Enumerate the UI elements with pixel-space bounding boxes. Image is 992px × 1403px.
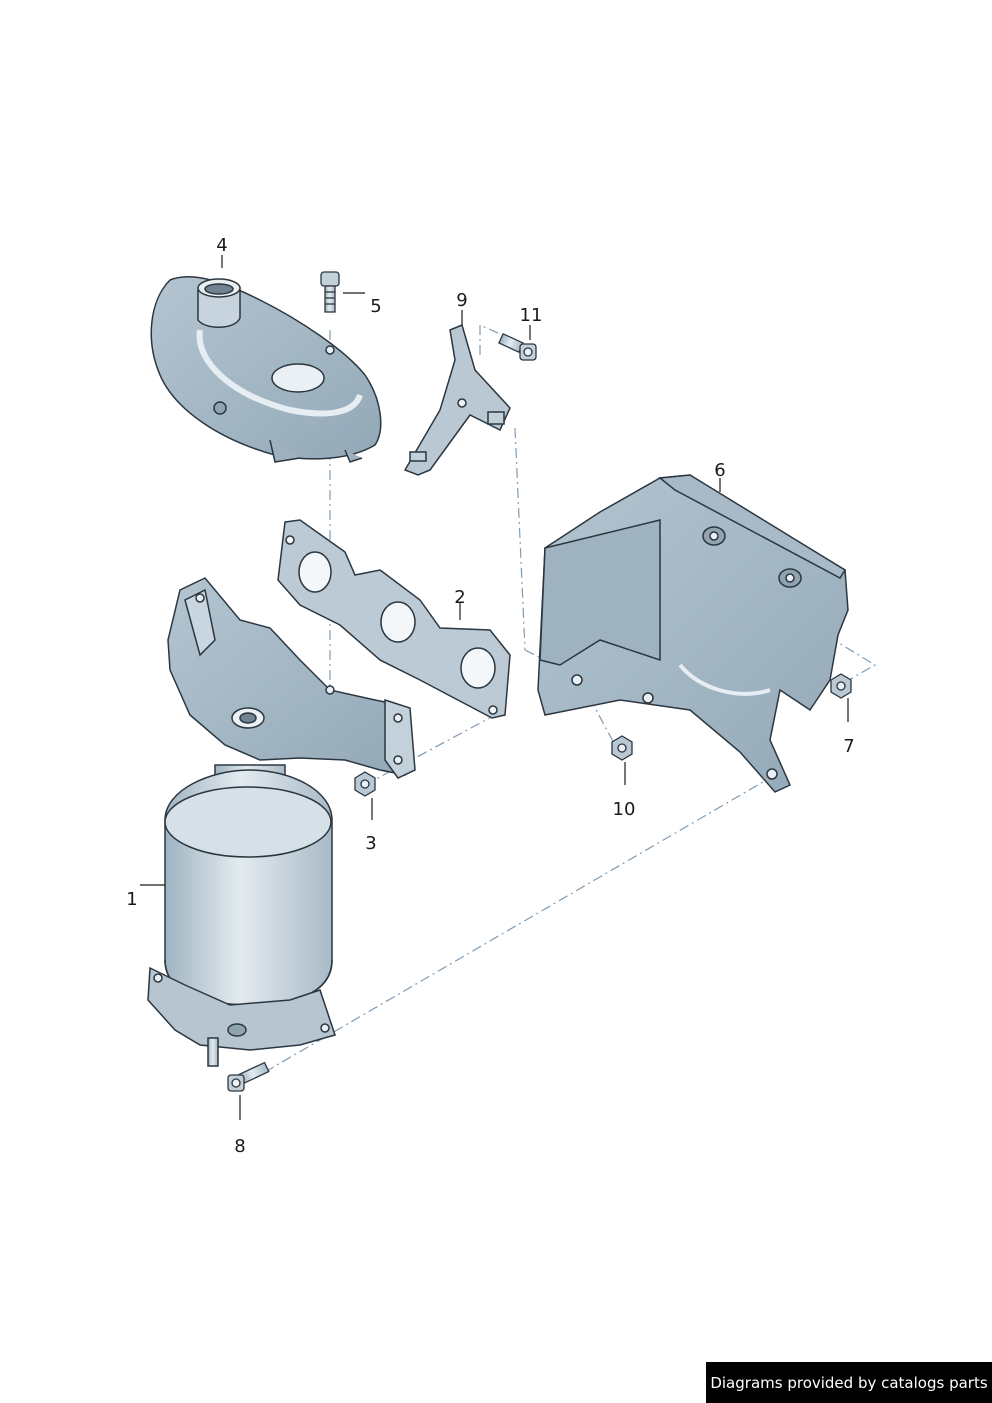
manifold-catalytic-converter <box>147 577 416 1067</box>
callout-5: 5 <box>370 296 382 317</box>
upper-heat-shield <box>150 276 382 463</box>
centerline-bolt-8 <box>264 774 776 1073</box>
callout-7: 7 <box>843 736 855 757</box>
nut-10 <box>611 735 633 761</box>
callout-10: 10 <box>612 799 636 820</box>
centerline-nut-3 <box>364 714 496 786</box>
nut-3 <box>354 771 376 797</box>
centerline-bracket-shield <box>524 649 546 661</box>
callout-11: 11 <box>519 305 543 326</box>
centerline-bracket <box>514 427 526 651</box>
callout-9: 9 <box>456 290 468 311</box>
heat-shield-6 <box>537 474 849 793</box>
nut-7 <box>830 673 852 699</box>
callout-6: 6 <box>714 460 726 481</box>
bolt-5 <box>320 271 340 313</box>
bracket-9 <box>403 323 511 476</box>
gasket-2 <box>277 519 511 719</box>
centerline-nut-10 <box>579 679 616 746</box>
credit-badge: Diagrams provided by catalogs parts <box>706 1362 992 1403</box>
callout-2: 2 <box>454 587 466 608</box>
callout-8: 8 <box>234 1136 246 1157</box>
bolt-11 <box>498 332 537 361</box>
leader-lines <box>140 255 849 1120</box>
callout-3: 3 <box>365 833 377 854</box>
bolt-8 <box>227 1061 270 1092</box>
callout-4: 4 <box>216 235 228 256</box>
callout-1: 1 <box>126 889 138 910</box>
